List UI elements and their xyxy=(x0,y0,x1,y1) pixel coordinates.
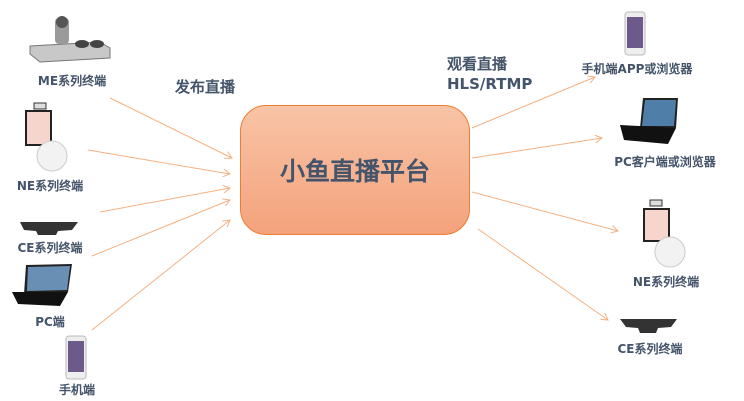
target-label-phone: 手机端APP或浏览器 xyxy=(581,62,693,76)
arrow-pc-to-hub xyxy=(91,200,230,257)
arrow-phone-to-hub xyxy=(91,220,230,331)
phone-icon xyxy=(624,11,646,56)
hub-label: 小鱼直播平台 xyxy=(279,157,430,186)
ne-terminal-icon xyxy=(643,199,686,268)
laptop-icon xyxy=(620,98,678,144)
source-label-ce: CE系列终端 xyxy=(17,241,83,255)
protocol-label: HLS/RTMP xyxy=(447,75,533,93)
me-terminal-icon xyxy=(29,16,111,63)
source-label-phone: 手机端 xyxy=(58,383,96,397)
arrow-hub-to-pc xyxy=(471,138,602,159)
source-label-pc: PC端 xyxy=(35,315,65,329)
ne-terminal-icon xyxy=(25,102,68,172)
ce-terminal-icon xyxy=(620,319,677,333)
arrow-ce-to-hub xyxy=(99,188,230,213)
arrow-hub-to-phone xyxy=(471,77,595,129)
arrow-hub-to-ce xyxy=(477,228,608,320)
publish-label: 发布直播 xyxy=(175,78,236,96)
target-label-pc: PC客户端或浏览器 xyxy=(614,155,716,169)
ce-terminal-icon xyxy=(20,222,78,235)
target-label-ne: NE系列终端 xyxy=(632,275,700,289)
live-platform-hub: 小鱼直播平台 xyxy=(240,105,470,235)
source-label-ne: NE系列终端 xyxy=(16,179,84,193)
arrow-ne-to-hub xyxy=(87,149,230,174)
source-label-me: ME系列终端 xyxy=(37,74,107,88)
laptop-icon xyxy=(12,264,72,306)
phone-icon xyxy=(65,335,87,380)
target-label-ce: CE系列终端 xyxy=(617,342,683,356)
watch-label: 观看直播 xyxy=(447,55,508,73)
arrow-hub-to-ne xyxy=(471,191,618,231)
arrow-me-to-hub xyxy=(109,97,232,158)
